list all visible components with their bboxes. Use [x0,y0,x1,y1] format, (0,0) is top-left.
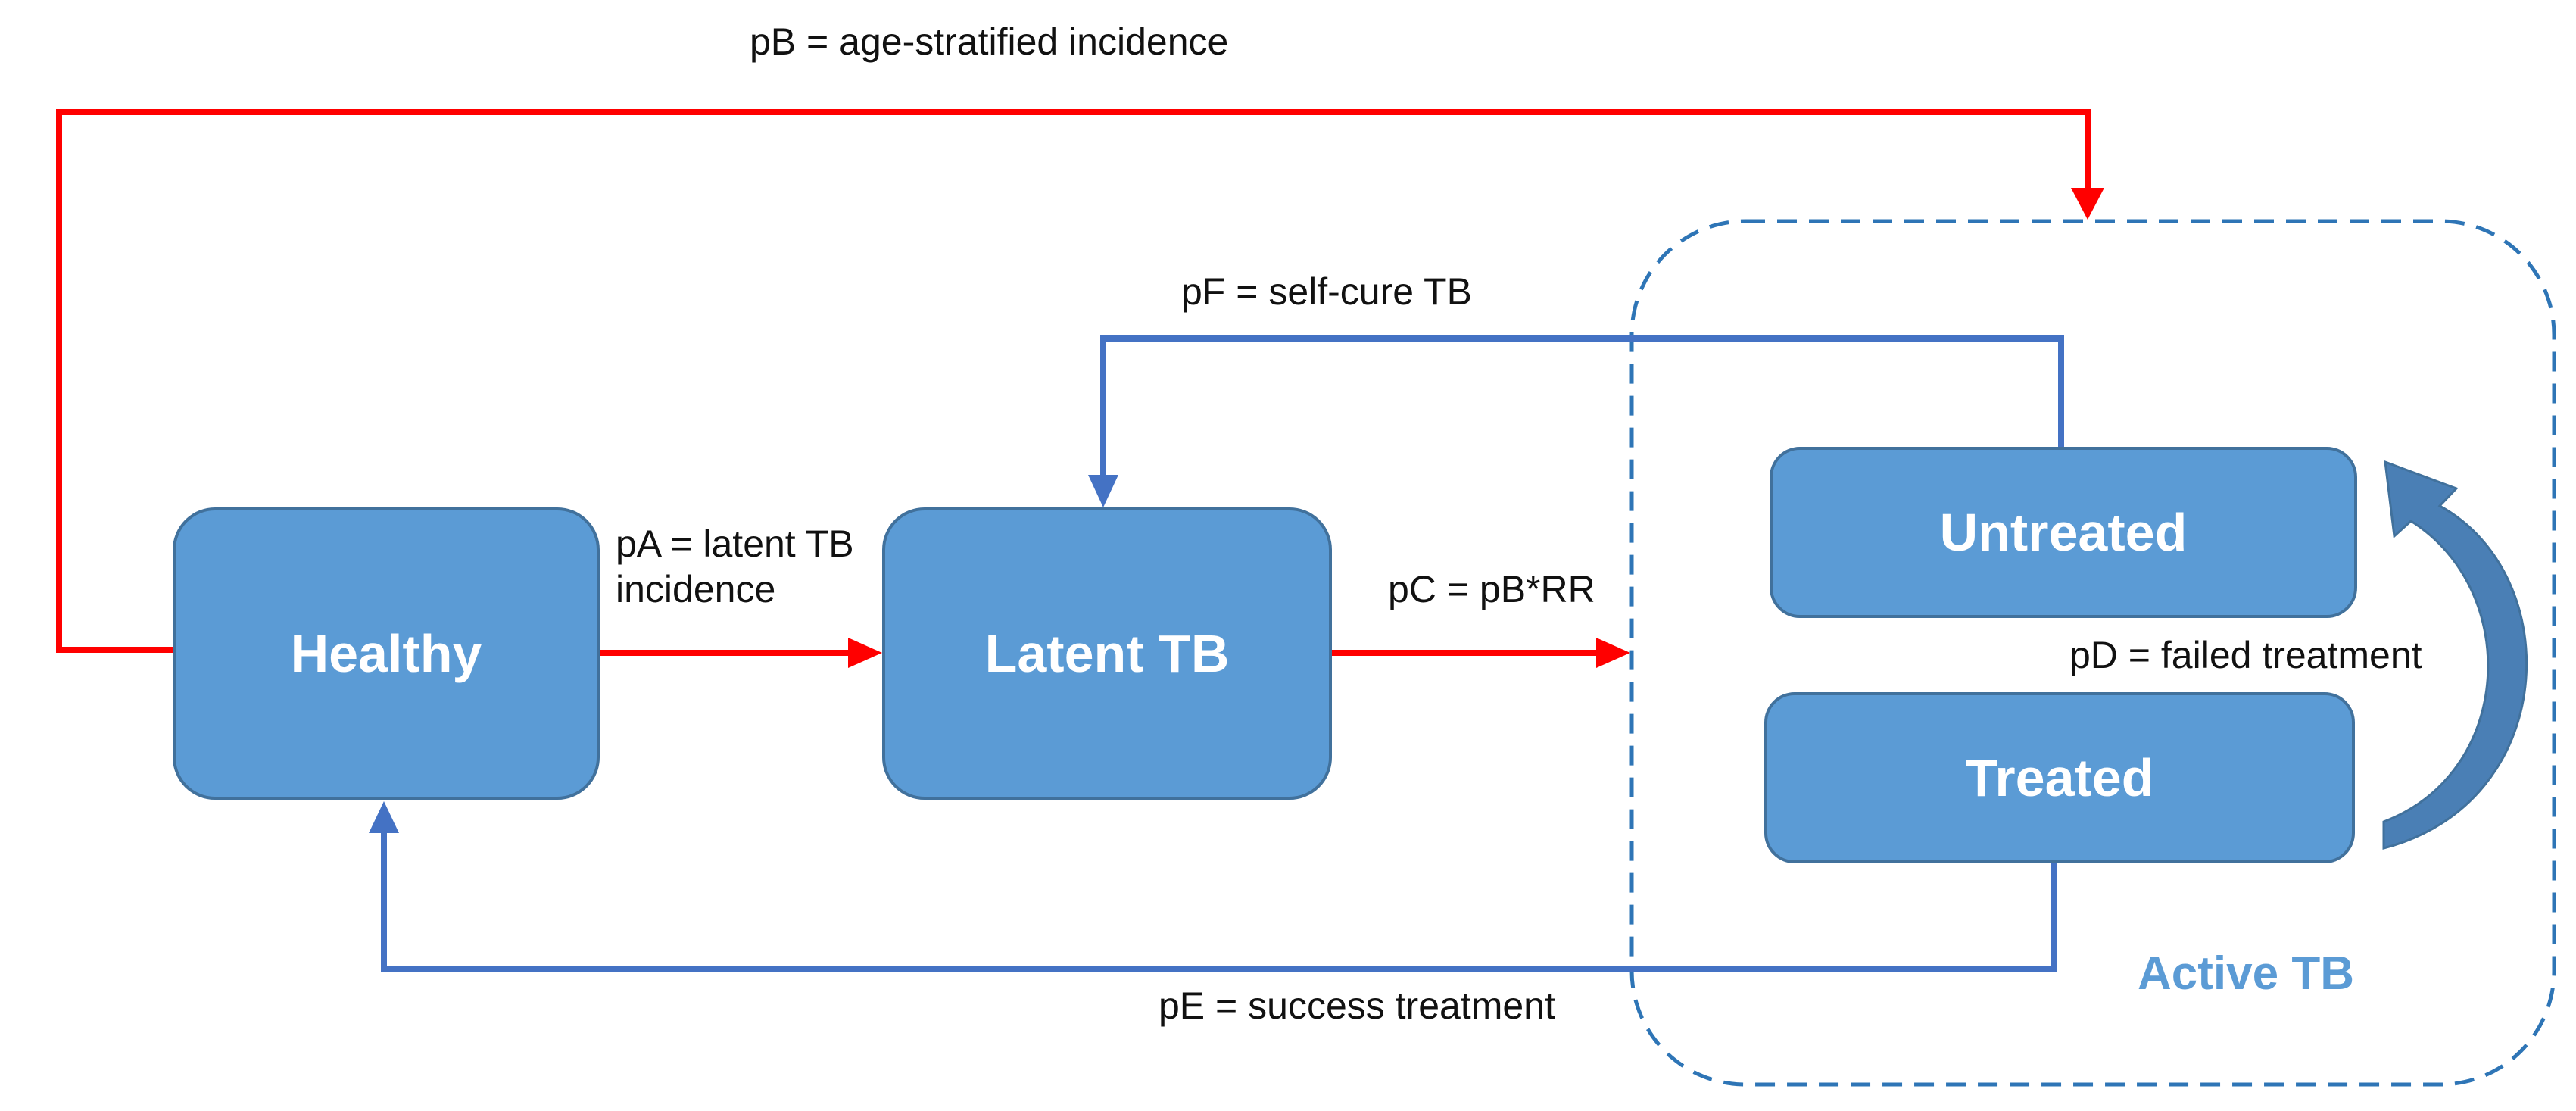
node-healthy: Healthy [173,507,600,800]
pd-label: pD = failed treatment [2069,634,2422,676]
pb-label: pB = age-stratified incidence [750,20,1229,63]
pc-label: pC = pB*RR [1388,568,1595,610]
pf-label: pF = self-cure TB [1181,270,1472,313]
pf-arrow-line [1100,335,2064,477]
pb-arrow-head [2071,188,2104,220]
node-untreated: Untreated [1770,447,2357,618]
pe-arrow-line [381,832,2057,972]
pa-arrow-head [848,638,882,668]
pd-curved-arrow [2382,460,2528,850]
pa-label-line2: incidence [616,568,776,610]
pe-label: pE = success treatment [1159,985,1555,1027]
node-untreated-label: Untreated [1939,503,2188,562]
active-tb-group-border [1629,219,2556,1087]
pb-arrow-line [56,109,2091,653]
pf-arrow-head [1088,475,1118,507]
pa-label-line1: pA = latent TB [616,523,854,565]
active-tb-group-title: Active TB [2138,947,2354,1000]
pe-arrow-head [369,801,399,833]
pc-arrow-head [1596,638,1630,668]
node-healthy-label: Healthy [290,624,482,683]
node-treated: Treated [1764,692,2355,863]
node-treated-label: Treated [1965,748,2154,807]
node-latent-tb: Latent TB [882,507,1332,800]
node-latent-tb-label: Latent TB [984,624,1230,683]
